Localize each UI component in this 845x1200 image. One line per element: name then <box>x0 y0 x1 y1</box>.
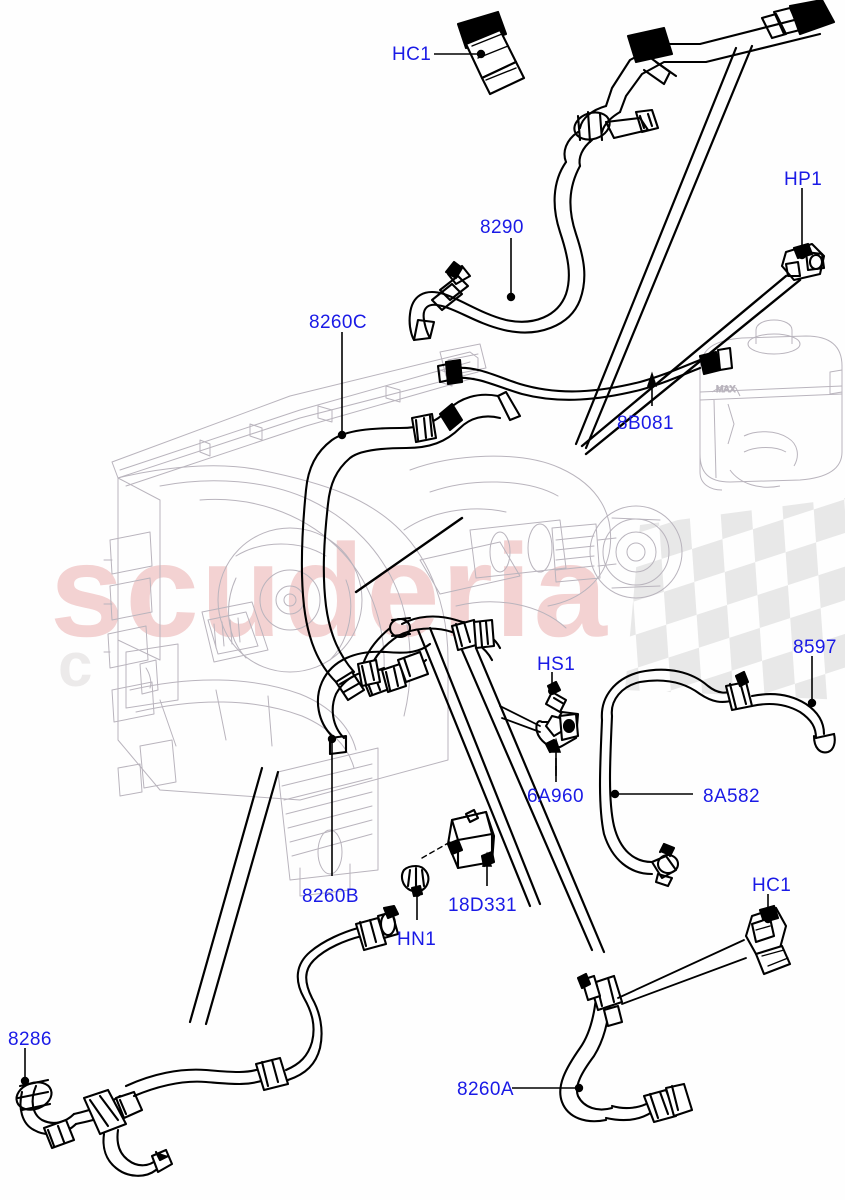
callout-label-8260c: 8260C <box>309 312 367 333</box>
callout-label-8286: 8286 <box>8 1029 52 1050</box>
svg-text:MAX: MAX <box>716 384 736 394</box>
callout-label-8260a: 8260A <box>457 1079 514 1100</box>
callout-label-8a582: 8A582 <box>703 786 760 807</box>
callout-label-6a960: 6A960 <box>527 786 584 807</box>
callout-label-hp1: HP1 <box>784 169 823 190</box>
callout-label-8290: 8290 <box>480 217 524 238</box>
callout-label-hc1-bottom: HC1 <box>752 875 792 896</box>
callout-label-hc1-top: HC1 <box>392 44 432 65</box>
callout-label-18d331: 18D331 <box>448 895 517 916</box>
watermark-secondary: c <box>58 631 97 700</box>
callout-label-8260b: 8260B <box>302 886 359 907</box>
callout-label-8b081: 8B081 <box>617 413 674 434</box>
watermark-brand: scuderia <box>50 517 609 664</box>
callout-label-hs1: HS1 <box>537 654 576 675</box>
callout-label-hn1: HN1 <box>397 929 437 950</box>
callout-label-8597: 8597 <box>793 637 837 658</box>
